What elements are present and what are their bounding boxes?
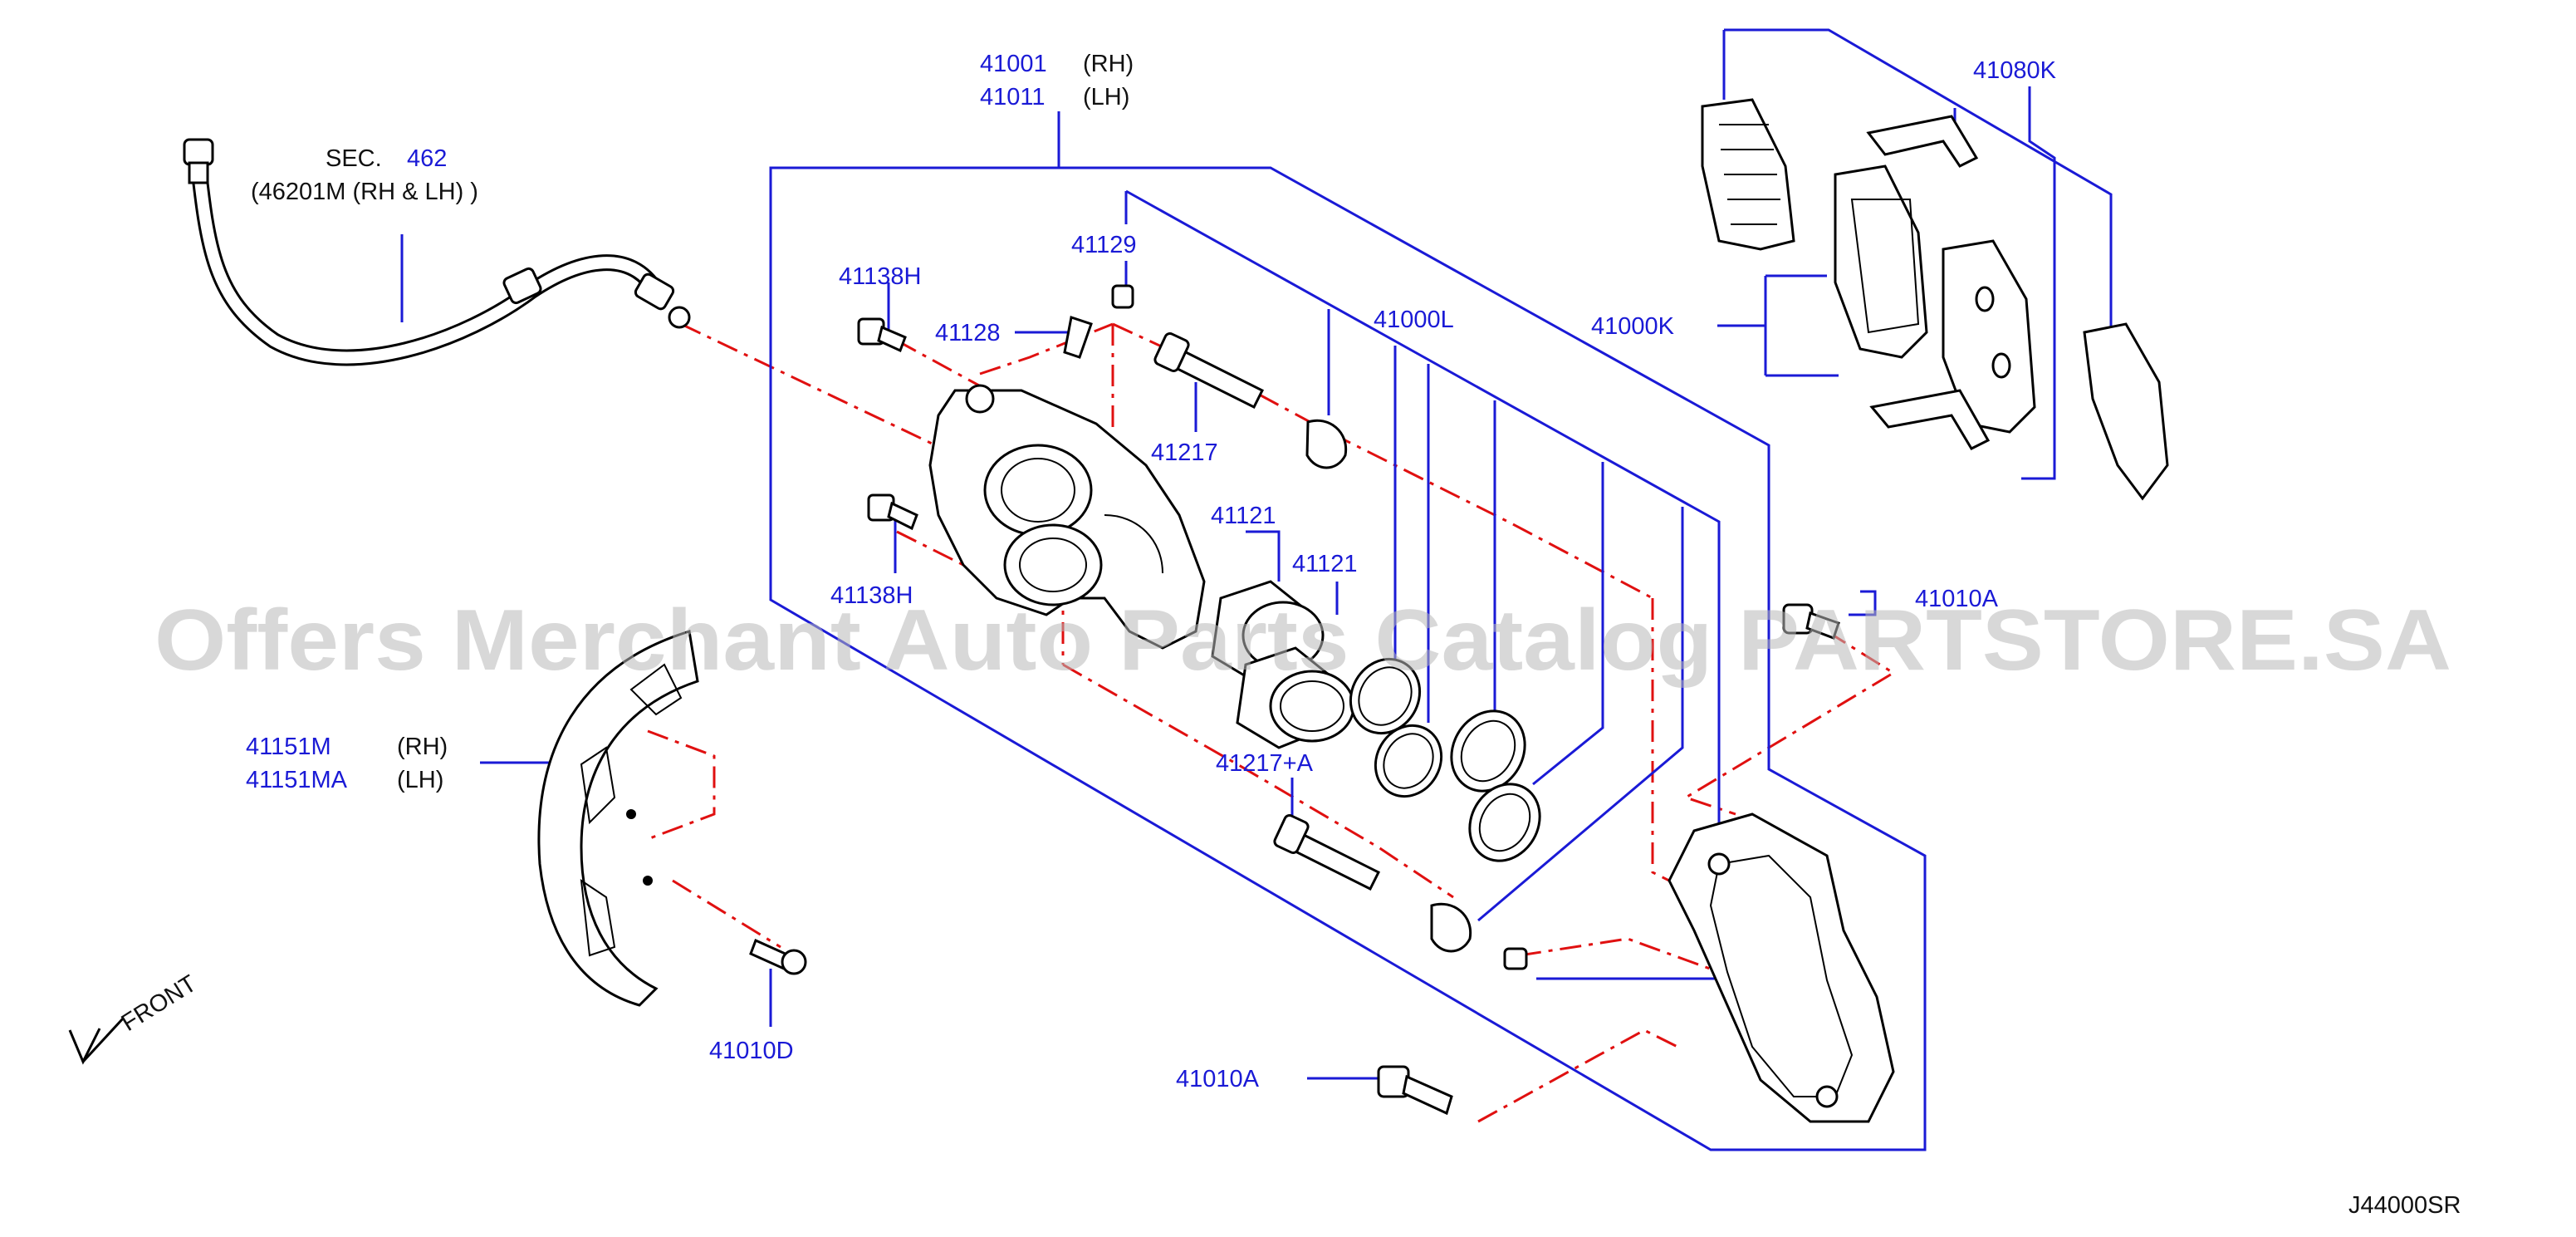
label-41010a-top[interactable]: 41010A bbox=[1915, 586, 1999, 612]
label-41080k[interactable]: 41080K bbox=[1973, 57, 2057, 84]
bleeder-screw bbox=[1063, 284, 1134, 359]
slide-pins bbox=[1153, 332, 1528, 970]
label-41000l[interactable]: 41000L bbox=[1374, 307, 1454, 333]
watermark: Offers Merchant Auto Parts Catalog PARTS… bbox=[154, 592, 2451, 689]
seal-rings bbox=[1349, 657, 1541, 862]
label-lh-2: (LH) bbox=[397, 767, 443, 793]
label-rh-2: (RH) bbox=[397, 734, 448, 760]
brake-pads bbox=[1701, 98, 2036, 434]
caliper-bolts bbox=[857, 317, 918, 531]
label-41010a-bottom[interactable]: 41010A bbox=[1176, 1066, 1260, 1092]
label-caliper-rh[interactable]: 41001 bbox=[980, 51, 1047, 77]
label-41128[interactable]: 41128 bbox=[935, 320, 1001, 346]
splash-shield bbox=[537, 630, 699, 1007]
label-caliper-lh[interactable]: 41011 bbox=[980, 84, 1046, 110]
label-41138h-bottom[interactable]: 41138H bbox=[830, 582, 913, 609]
label-41151m[interactable]: 41151M bbox=[246, 734, 331, 760]
shield-bolt bbox=[749, 938, 807, 975]
caliper-body bbox=[928, 384, 1206, 650]
label-hose-note: (46201M (RH & LH) ) bbox=[251, 179, 478, 205]
label-sec-num[interactable]: 462 bbox=[407, 145, 447, 172]
label-41000k[interactable]: 41000K bbox=[1591, 313, 1675, 340]
label-41129[interactable]: 41129 bbox=[1071, 232, 1137, 258]
label-41010d[interactable]: 41010D bbox=[709, 1038, 794, 1064]
label-sec: SEC. bbox=[326, 145, 382, 172]
label-41217a[interactable]: 41217+A bbox=[1216, 750, 1314, 777]
label-lh-1: (LH) bbox=[1083, 84, 1129, 110]
pistons bbox=[1211, 580, 1355, 749]
front-arrow-icon bbox=[68, 1017, 125, 1065]
label-41121-a[interactable]: 41121 bbox=[1211, 503, 1276, 529]
leader-lines bbox=[400, 28, 2113, 1151]
label-41138h-top[interactable]: 41138H bbox=[839, 263, 921, 290]
diagram-code: J44000SR bbox=[2348, 1192, 2461, 1219]
label-41121-b[interactable]: 41121 bbox=[1292, 551, 1358, 577]
label-front: FRONT bbox=[117, 970, 202, 1037]
brake-hose bbox=[183, 138, 691, 366]
caliper-bracket bbox=[1668, 812, 1895, 1123]
label-41217[interactable]: 41217 bbox=[1151, 439, 1218, 466]
label-41151ma[interactable]: 41151MA bbox=[246, 767, 348, 793]
label-rh-1: (RH) bbox=[1083, 51, 1134, 77]
pad-hardware bbox=[1866, 115, 2169, 501]
bracket-bolts bbox=[1377, 603, 1840, 1116]
